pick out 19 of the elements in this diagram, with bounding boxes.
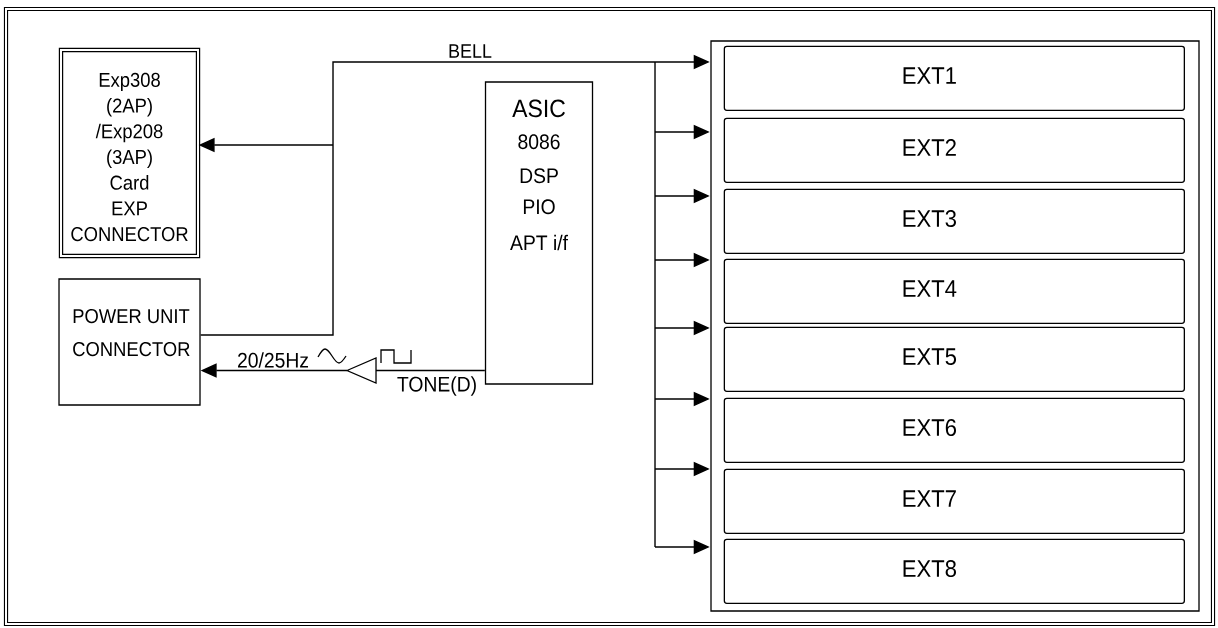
extension-box: EXT8 xyxy=(723,538,1185,604)
bus-line xyxy=(654,61,656,548)
bus-line xyxy=(332,61,656,146)
bus-line xyxy=(199,144,334,336)
extension-box: EXT6 xyxy=(723,397,1185,463)
extension-box: EXT4 xyxy=(723,258,1185,324)
extension-box: EXT1 xyxy=(723,45,1185,111)
extension-box: EXT2 xyxy=(723,117,1185,183)
extension-box: EXT7 xyxy=(723,468,1185,534)
card-box: Exp308 (2AP) /Exp208 (3AP) Card EXP CONNECTOR xyxy=(58,47,201,259)
chip-box: ASIC 8086 DSP PIO APT i/f xyxy=(484,81,594,385)
signal-line xyxy=(375,369,486,372)
edge-label: TONE(D) xyxy=(396,375,478,397)
extension-box: EXT3 xyxy=(723,188,1185,254)
slot-frame xyxy=(710,40,1200,612)
connector-box: POWER UNIT CONNECTOR xyxy=(58,278,201,406)
extension-box: EXT5 xyxy=(723,326,1185,392)
edge-label: 20/25Hz xyxy=(236,351,310,369)
edge-label: BELL xyxy=(447,43,493,59)
